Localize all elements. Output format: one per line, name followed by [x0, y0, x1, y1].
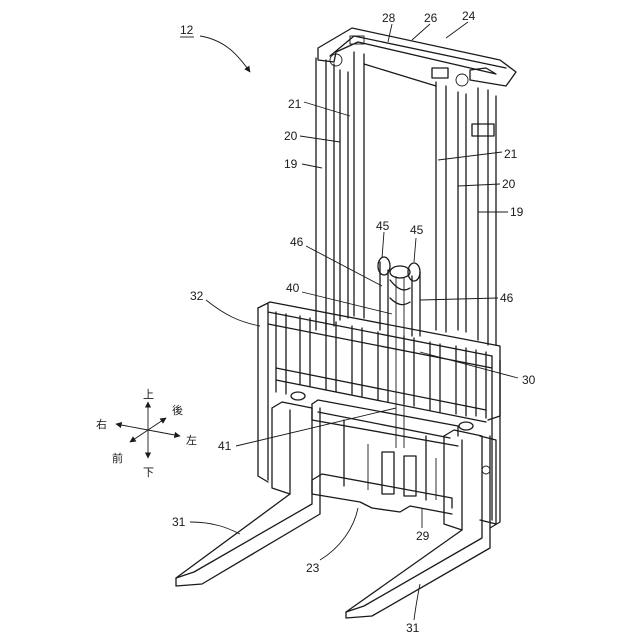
label-30: 30: [522, 373, 536, 387]
label-40: 40: [286, 281, 300, 295]
label-32: 32: [190, 289, 204, 303]
label-46-left: 46: [290, 235, 304, 249]
dir-left-label: 左: [186, 434, 197, 447]
dir-right-label: 右: [96, 417, 107, 431]
backrest-carriage: [258, 302, 500, 528]
dir-down-label: 下: [143, 466, 154, 479]
label-20-left: 20: [284, 129, 298, 143]
label-23: 23: [306, 561, 320, 575]
label-19-left: 19: [284, 157, 298, 171]
label-21-left: 21: [288, 97, 302, 111]
label-26: 26: [424, 11, 438, 25]
arrow-left-dir: [148, 430, 180, 436]
label-12: 12: [180, 23, 194, 37]
arrow-front: [130, 430, 148, 442]
dir-front-label: 前: [112, 451, 123, 465]
label-45-right: 45: [410, 223, 424, 237]
label-24: 24: [462, 9, 476, 23]
label-41: 41: [218, 439, 232, 453]
label-45-left: 45: [376, 219, 390, 233]
label-20-right: 20: [502, 177, 516, 191]
fork-left: [176, 392, 320, 586]
label-21-right: 21: [504, 147, 518, 161]
label-31-right: 31: [406, 621, 420, 635]
label-28: 28: [382, 11, 396, 25]
dir-up-label: 上: [143, 388, 154, 401]
label-46-right: 46: [500, 291, 514, 305]
intermediate-mast: [340, 70, 466, 332]
label-19-right: 19: [510, 205, 524, 219]
arrow-right-dir: [116, 424, 148, 430]
arrow-back: [148, 418, 166, 430]
label-29: 29: [416, 529, 430, 543]
label-31-left: 31: [172, 515, 186, 529]
direction-indicator: 上 後 右 左 前 下: [96, 388, 197, 479]
inner-mast: [354, 52, 446, 332]
dir-back-label: 後: [172, 403, 183, 417]
